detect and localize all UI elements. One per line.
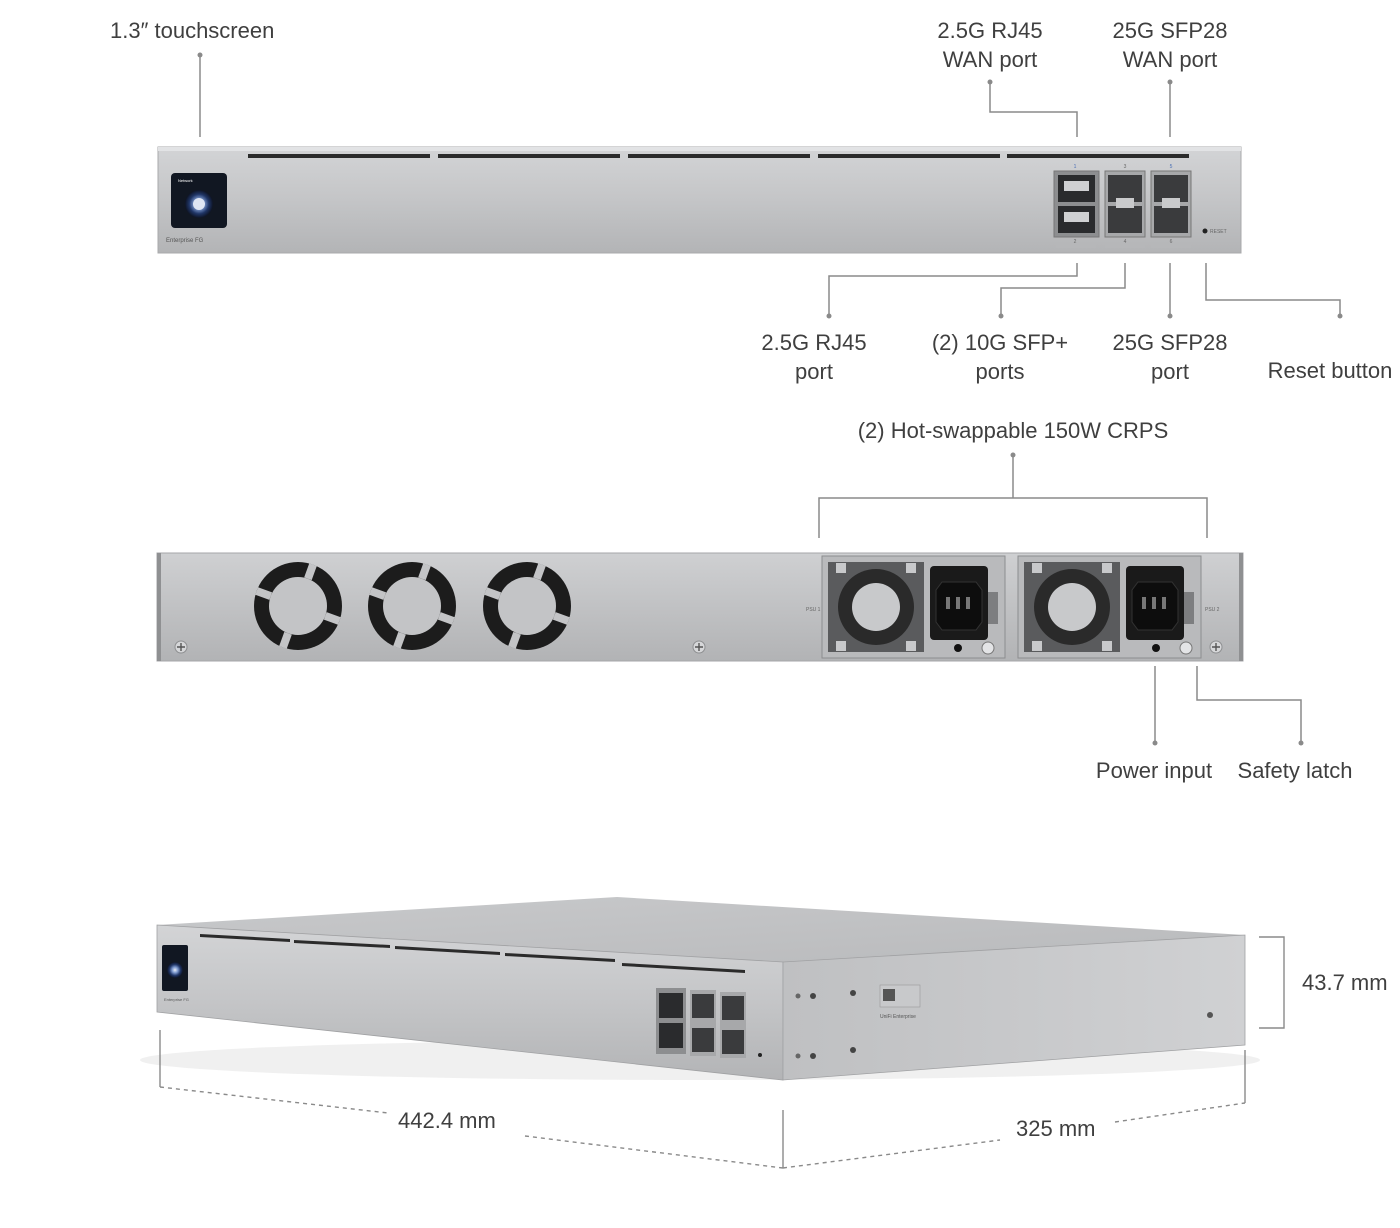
lan-sfp28-line2: port — [1151, 359, 1189, 384]
psu2-small-label: PSU 2 — [1205, 607, 1220, 613]
sfp-plus-port-group — [1104, 170, 1146, 238]
wan-rj45-line2: WAN port — [942, 47, 1038, 72]
wan-sfp28-line1: 25G SFP28 — [1112, 18, 1228, 43]
safety-latch-label-text: Safety latch — [1237, 758, 1353, 783]
fan-1 — [254, 562, 342, 650]
port-number-2: 2 — [1074, 239, 1077, 245]
depth-dimension: 325 mm — [1016, 1116, 1096, 1141]
perspective-brand-text: Enterprise FG — [164, 997, 189, 1002]
dimension-dashed-lines — [159, 1086, 1246, 1169]
reset-button-label-text: Reset button — [1267, 358, 1393, 383]
power-input-label: Power input — [1088, 756, 1220, 785]
product-label-text: UniFi Enterprise — [880, 1014, 916, 1020]
psu-module-1 — [821, 555, 1006, 659]
sfp-plus-line2: ports — [975, 359, 1025, 384]
port-number-1: 1 — [1074, 164, 1077, 170]
psu1-small-label: PSU 1 — [806, 607, 821, 613]
rear-callout-lines — [818, 455, 1302, 743]
rear-callout-dots — [1010, 452, 1304, 746]
lan-rj45-label: 2.5G RJ45 port — [745, 328, 883, 386]
sfp28-port-group — [1150, 170, 1192, 238]
sfp-plus-line1: (2) 10G SFP+ — [931, 330, 1069, 355]
screw-icon — [692, 640, 706, 654]
touchscreen-display: Network — [171, 173, 227, 228]
touchscreen-label: 1.3″ touchscreen — [110, 16, 274, 45]
wan-sfp28-label: 25G SFP28 WAN port — [1100, 16, 1240, 74]
width-dimension: 442.4 mm — [398, 1108, 496, 1133]
wan-sfp28-line2: WAN port — [1122, 47, 1218, 72]
height-dimension: 43.7 mm — [1302, 970, 1388, 995]
front-callout-dots — [197, 52, 1343, 319]
front-callout-lines — [199, 55, 1341, 316]
safety-latch-label: Safety latch — [1230, 756, 1360, 785]
touchscreen-label-text: 1.3″ touchscreen — [110, 18, 275, 43]
reset-small-label: RESET — [1210, 229, 1227, 235]
lan-sfp28-line1: 25G SFP28 — [1112, 330, 1228, 355]
sfp-plus-label: (2) 10G SFP+ ports — [920, 328, 1080, 386]
perspective-view: Enterprise FG UniFi Enterprise — [140, 897, 1260, 1081]
lan-rj45-line2: port — [795, 359, 833, 384]
lan-rj45-line1: 2.5G RJ45 — [761, 330, 867, 355]
dimension-lines — [159, 936, 1285, 1168]
screw-icon — [174, 640, 188, 654]
rear-panel: PSU 1 PSU 2 — [156, 552, 1244, 662]
screw-icon — [1209, 640, 1223, 654]
fan-3 — [483, 562, 571, 650]
lan-sfp28-label: 25G SFP28 port — [1100, 328, 1240, 386]
psu-label-text: (2) Hot-swappable 150W CRPS — [857, 418, 1169, 443]
port-number-6: 6 — [1170, 239, 1173, 245]
psu-label: (2) Hot-swappable 150W CRPS — [843, 416, 1183, 445]
power-input-label-text: Power input — [1095, 758, 1213, 783]
port-number-5: 5 — [1170, 164, 1173, 170]
front-brand-text: Enterprise FG — [166, 238, 204, 244]
screen-title: Network — [178, 178, 193, 183]
port-number-3: 3 — [1124, 164, 1127, 170]
port-number-4: 4 — [1124, 239, 1127, 245]
reset-hole — [1202, 228, 1208, 234]
reset-button-label: Reset button — [1262, 356, 1398, 385]
wan-rj45-line1: 2.5G RJ45 — [937, 18, 1043, 43]
fan-2 — [368, 562, 456, 650]
wan-rj45-label: 2.5G RJ45 WAN port — [925, 16, 1055, 74]
psu-module-2 — [1017, 555, 1202, 659]
rj45-port-group — [1053, 170, 1100, 238]
front-panel: Network Enterprise FG 1 2 3 4 — [157, 146, 1242, 254]
